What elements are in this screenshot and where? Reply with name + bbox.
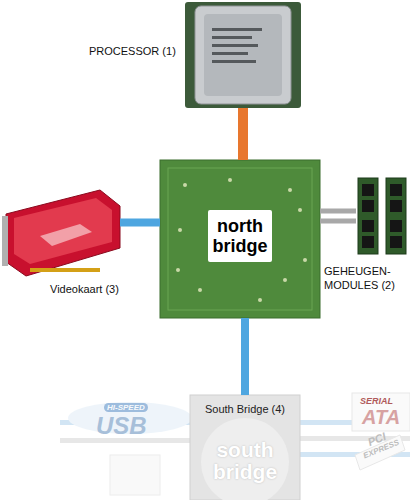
marking-line bbox=[212, 28, 262, 31]
sata-logo-box bbox=[352, 393, 410, 431]
chip-label: north bridge bbox=[208, 210, 272, 262]
dot bbox=[288, 188, 292, 192]
marking-line bbox=[212, 52, 248, 55]
dot bbox=[283, 278, 287, 282]
logo-text: ATA bbox=[362, 406, 400, 429]
dot bbox=[298, 208, 302, 212]
marking-line bbox=[212, 36, 252, 39]
card-bracket bbox=[2, 216, 8, 266]
marking-line bbox=[212, 60, 256, 63]
dram bbox=[390, 200, 402, 212]
dram bbox=[390, 184, 402, 196]
card-contacts bbox=[30, 268, 100, 272]
dram bbox=[390, 220, 402, 232]
dram bbox=[390, 236, 402, 248]
part-label: South Bridge (4) bbox=[190, 403, 300, 416]
dram-chips bbox=[362, 184, 402, 248]
chip-edge bbox=[168, 168, 312, 310]
dot bbox=[303, 258, 307, 262]
bus-connector bbox=[238, 108, 248, 160]
cpu-heatspreader bbox=[195, 6, 291, 104]
dot bbox=[258, 298, 262, 302]
chip-label: south bridge bbox=[200, 439, 290, 483]
dot bbox=[198, 288, 202, 292]
dot bbox=[228, 178, 232, 182]
bus-connector bbox=[320, 211, 356, 221]
memory-sticks bbox=[358, 178, 406, 254]
card-highlight bbox=[40, 224, 92, 246]
part-label: PROCESSOR (1) bbox=[89, 44, 181, 58]
dimm bbox=[358, 178, 378, 254]
dram bbox=[362, 184, 374, 196]
chip-dots bbox=[176, 178, 307, 302]
dram bbox=[362, 236, 374, 248]
processor-node: PROCESSOR (1) bbox=[185, 2, 301, 108]
logo-text: USB bbox=[96, 412, 147, 440]
southbridge-core bbox=[201, 418, 289, 500]
southbridge-node: South Bridge (4) south bridge bbox=[190, 395, 300, 500]
logo-text: SERIAL bbox=[360, 396, 393, 406]
card-body bbox=[6, 190, 120, 276]
dram bbox=[362, 200, 374, 212]
video-card bbox=[2, 190, 120, 276]
dimm bbox=[386, 178, 406, 254]
video-card-node: Videokaart (3) bbox=[2, 190, 120, 255]
dot bbox=[183, 183, 187, 187]
cpu-marking bbox=[212, 28, 262, 63]
logo-text: HI-SPEED bbox=[104, 403, 148, 412]
part-label: GEHEUGEN- MODULES (2) bbox=[324, 264, 410, 292]
northbridge-chip bbox=[160, 160, 320, 318]
marking-line bbox=[212, 44, 258, 47]
northbridge-node: north bridge bbox=[160, 160, 320, 318]
bus-connector bbox=[241, 318, 249, 395]
cpu-substrate bbox=[185, 2, 301, 108]
bus-connector bbox=[120, 219, 160, 227]
faded-chip bbox=[110, 455, 160, 495]
dram bbox=[362, 220, 374, 232]
dot bbox=[178, 228, 182, 232]
dot bbox=[176, 268, 180, 272]
faded-peripherals bbox=[60, 393, 410, 495]
card-cooler bbox=[14, 198, 112, 264]
memory-modules-node: GEHEUGEN- MODULES (2) bbox=[356, 176, 410, 256]
cpu-lid bbox=[204, 14, 282, 96]
part-label: Videokaart (3) bbox=[50, 282, 140, 296]
